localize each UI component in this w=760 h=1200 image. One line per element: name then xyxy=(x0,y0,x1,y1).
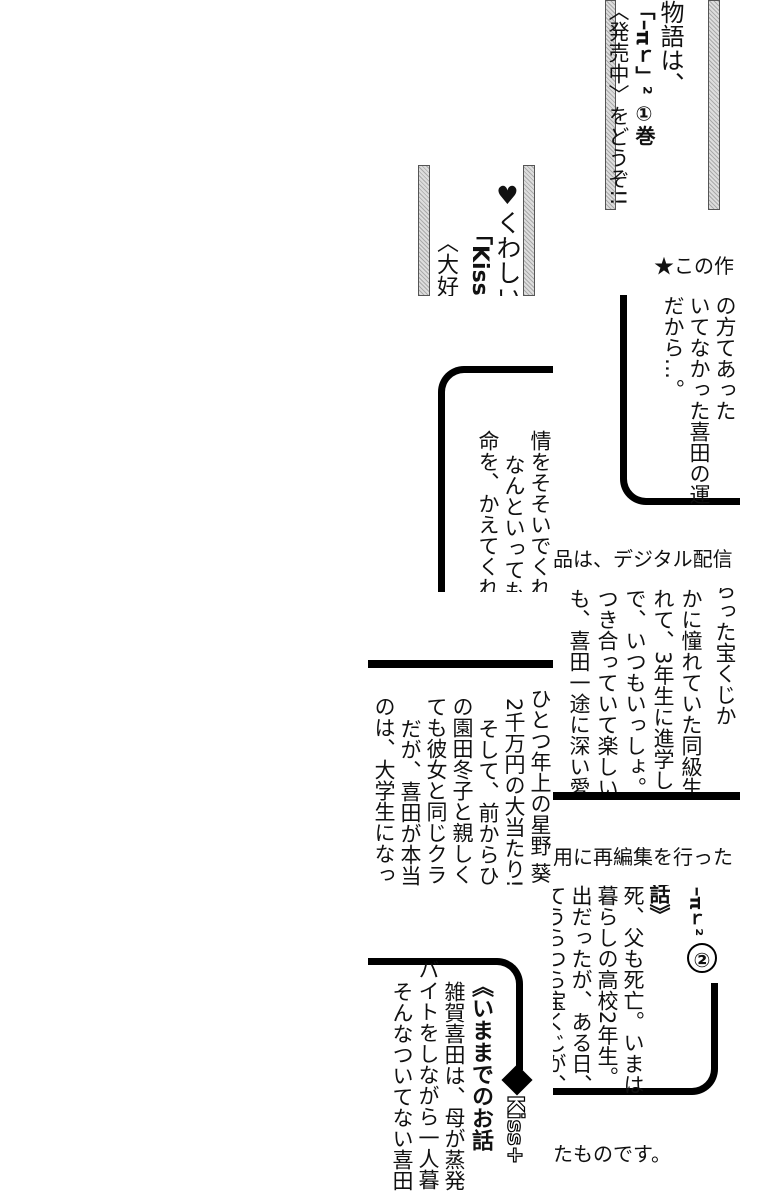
story-text: だが、喜田が本当に xyxy=(398,718,422,886)
panel-text: 〈発売中〉をどうぞ!! xyxy=(606,0,630,206)
story-text: も、喜田一途に深い愛 xyxy=(567,588,591,798)
story-text: だから…。 xyxy=(661,295,685,400)
story-box-d: ひとつ年上の星野 葵に 2千万円の大当たり!! そして、前からひそか の園田冬子… xyxy=(368,658,553,886)
story-text: かに憧れていた同級生 xyxy=(679,588,703,798)
story-text: いてなかった喜田の運 xyxy=(687,295,711,505)
story-text: 2千万円の大当たり!! xyxy=(502,698,526,886)
story-text: ひとつ年上の星野 葵に xyxy=(528,688,552,886)
section-heading: 《いままでのお話 xyxy=(468,975,493,1151)
story-box-b: 情をそそいでくれる葵 なんといっても、つ 命を、かえてくれた葵 xyxy=(436,360,553,592)
series-title: ｰπｒ² xyxy=(685,887,706,937)
panel-text: ♥くわしい xyxy=(493,181,522,296)
series-title: Kiss+ xyxy=(501,1094,527,1165)
story-text: てうらつら宝くじが、 xyxy=(553,885,567,1095)
promo-panel: ♥くわしい 「Kiss+ 〈大好評 xyxy=(416,165,538,296)
decorative-bar xyxy=(605,0,616,210)
story-text: つき合っていて楽しい xyxy=(595,588,619,798)
story-text: 情をそそいでくれる葵 xyxy=(528,430,552,592)
decorative-bar xyxy=(708,0,720,210)
story-box-e: ｰπｒ² ② 話》 死、父も死亡。いまは 暮らしの高校2年生。 出だったが、ある… xyxy=(553,885,740,1100)
notice-line: たものです。 xyxy=(553,1142,671,1166)
story-text: の園田冬子と親しくな xyxy=(450,696,474,886)
story-text: そして、前からひそか xyxy=(476,718,500,886)
story-text: のは、大学生になって xyxy=(372,696,396,886)
decorative-bar xyxy=(418,165,430,296)
panel-text: 〈大好評 xyxy=(433,231,458,296)
story-text: もらった宝くじか xyxy=(713,588,737,726)
panel-text: 物語は、 xyxy=(656,0,684,96)
panel-title: 「ｰπｒ」² ①巻 xyxy=(632,0,656,146)
panel-title: 「Kiss+ xyxy=(467,223,492,296)
story-text: 死、父も死亡。いまは xyxy=(621,885,645,1095)
story-text: 暮らしの高校2年生。 xyxy=(595,885,619,1088)
decorative-bar xyxy=(523,165,535,296)
volume-badge: ② xyxy=(687,943,717,973)
story-text: れて、3年生に進学し xyxy=(651,588,675,791)
story-text: ても彼女と同じクラス xyxy=(424,696,448,886)
story-text: で、いつもいっしょ。 xyxy=(623,588,647,798)
story-text: そんなついてない喜田 xyxy=(390,981,414,1191)
story-text: なんといっても、つ xyxy=(502,454,526,592)
section-heading: 話》 xyxy=(647,885,671,925)
story-text: バイトをしながら一人暮 xyxy=(416,959,440,1190)
top-info-panel: 物語は、 「ｰπｒ」² ①巻 〈発売中〉をどうぞ!! xyxy=(600,0,725,212)
story-text: 雑賀喜田は、母が蒸発 xyxy=(442,981,466,1191)
story-box-c: もらった宝くじか かに憧れていた同級生 れて、3年生に進学し で、いつもいっしょ… xyxy=(553,588,740,803)
story-text: の方てあった xyxy=(713,295,737,421)
notice-line: 品は、デジタル配信 xyxy=(553,547,733,571)
story-text: 出だったが、ある日、 xyxy=(569,885,593,1095)
notice-line: ★この作 xyxy=(654,254,734,278)
story-box-a: の方てあった いてなかった喜田の運 だから…。 xyxy=(618,295,740,510)
story-text: 命を、かえてくれた葵 xyxy=(476,430,500,592)
story-box-f: Kiss+ 《いままでのお話 雑賀喜田は、母が蒸発 バイトをしながら一人暮 そん… xyxy=(368,955,553,1195)
notice-line: 用に再編集を行った xyxy=(553,845,733,869)
